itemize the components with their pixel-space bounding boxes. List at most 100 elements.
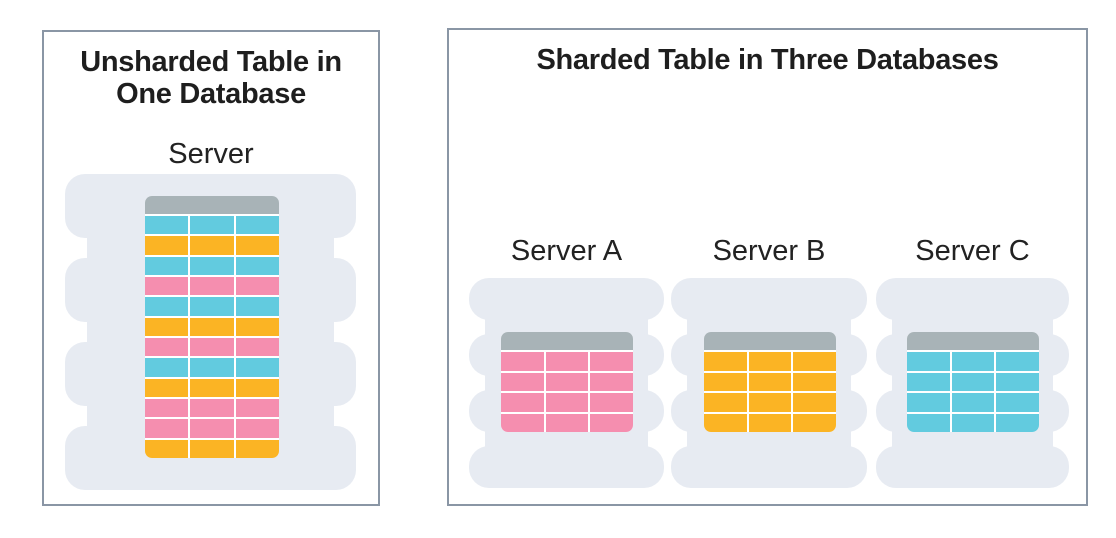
table-cell	[704, 413, 747, 432]
server-disk	[876, 278, 1069, 320]
table-cell	[588, 352, 633, 371]
table-cell	[188, 317, 234, 336]
server-b-label: Server B	[712, 235, 826, 267]
table-cell	[588, 413, 633, 432]
server-disk	[469, 446, 664, 488]
table-cell	[501, 393, 544, 412]
table-cell	[949, 413, 995, 432]
table-cell	[907, 352, 950, 371]
table-cell	[907, 413, 950, 432]
table-row	[145, 295, 279, 316]
table-cell	[233, 398, 279, 418]
table-cell	[907, 372, 950, 391]
table-cell	[188, 337, 234, 357]
table-cell	[145, 439, 189, 458]
table-cell	[588, 372, 633, 391]
table-cell	[543, 413, 589, 432]
table-row	[145, 315, 279, 336]
table-row	[704, 411, 836, 432]
table-cell	[588, 393, 633, 412]
table-cell	[145, 216, 189, 235]
table-cell	[233, 317, 279, 336]
table-cell	[746, 393, 792, 412]
table-cell	[233, 419, 279, 438]
table-cell	[145, 419, 189, 438]
table-cell	[188, 358, 234, 377]
unsharded-panel: Unsharded Table in One Database Server	[42, 30, 380, 506]
table-row	[501, 370, 633, 391]
table-row	[704, 370, 836, 391]
table-cell	[233, 276, 279, 296]
table-cell	[704, 393, 747, 412]
server-c-table	[907, 332, 1039, 432]
table-cell	[791, 372, 836, 391]
table-cell	[188, 419, 234, 438]
table-cell	[145, 378, 189, 397]
table-cell	[543, 352, 589, 371]
table-row	[704, 350, 836, 371]
table-cell	[233, 337, 279, 357]
table-cell	[994, 413, 1039, 432]
table-cell	[233, 236, 279, 255]
table-cell	[791, 413, 836, 432]
server-disk	[671, 446, 867, 488]
table-header	[145, 196, 279, 214]
sharded-panel: Sharded Table in Three Databases Server …	[447, 28, 1088, 506]
table-cell	[188, 398, 234, 418]
table-cell	[145, 276, 189, 296]
table-cell	[746, 413, 792, 432]
table-cell	[704, 372, 747, 391]
table-cell	[233, 378, 279, 397]
table-cell	[949, 372, 995, 391]
table-cell	[233, 297, 279, 316]
table-cell	[704, 352, 747, 371]
table-cell	[188, 256, 234, 275]
table-cell	[145, 398, 189, 418]
table-cell	[907, 393, 950, 412]
table-cell	[188, 216, 234, 235]
table-cell	[188, 297, 234, 316]
table-row	[907, 350, 1039, 371]
table-cell	[501, 413, 544, 432]
table-row	[145, 234, 279, 255]
table-cell	[145, 236, 189, 255]
server-label: Server	[168, 138, 254, 170]
server-disk	[469, 278, 664, 320]
table-cell	[188, 378, 234, 397]
unsharded-title-line2: One Database	[116, 78, 306, 110]
table-row	[907, 391, 1039, 412]
table-cell	[233, 216, 279, 235]
table-cell	[543, 393, 589, 412]
server-c-label: Server C	[915, 235, 1030, 267]
table-row	[145, 417, 279, 438]
table-cell	[791, 352, 836, 371]
table-cell	[501, 352, 544, 371]
unsharded-title-line1: Unsharded Table in	[80, 46, 342, 78]
table-cell	[145, 358, 189, 377]
table-cell	[949, 352, 995, 371]
table-cell	[746, 352, 792, 371]
table-row	[907, 411, 1039, 432]
table-cell	[233, 439, 279, 458]
table-row	[501, 391, 633, 412]
table-cell	[543, 372, 589, 391]
table-row	[145, 254, 279, 275]
table-cell	[791, 393, 836, 412]
table-cell	[949, 393, 995, 412]
table-row	[145, 356, 279, 377]
server-a-table	[501, 332, 633, 432]
table-cell	[145, 317, 189, 336]
unsharded-table	[145, 196, 279, 458]
table-cell	[188, 276, 234, 296]
table-cell	[145, 256, 189, 275]
table-row	[145, 335, 279, 357]
table-row	[145, 376, 279, 397]
table-cell	[145, 337, 189, 357]
table-cell	[188, 236, 234, 255]
table-row	[145, 437, 279, 458]
table-cell	[145, 297, 189, 316]
table-header	[501, 332, 633, 350]
table-row	[501, 350, 633, 371]
table-cell	[994, 352, 1039, 371]
unsharded-panel-title: Unsharded Table in One Database	[44, 46, 378, 110]
